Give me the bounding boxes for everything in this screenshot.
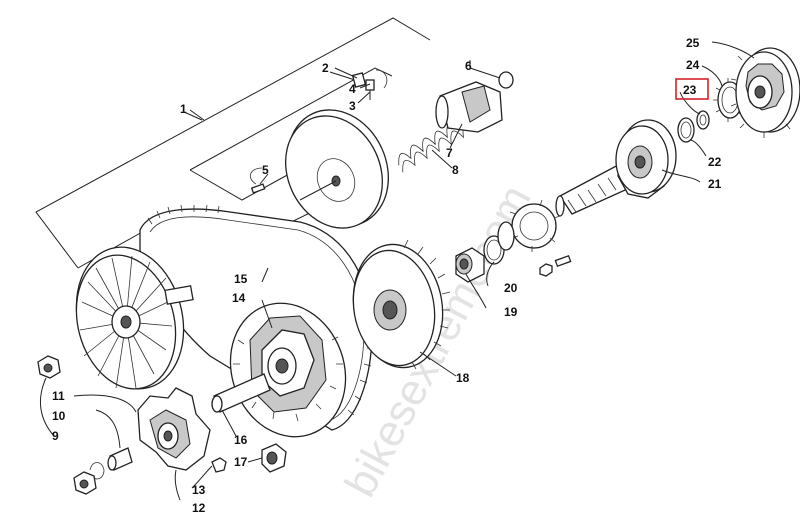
callout-19: 19 — [504, 305, 518, 319]
clutch-housing-part-25 — [730, 47, 800, 138]
callout-4: 4 — [349, 82, 356, 96]
ring-part-22 — [677, 117, 695, 143]
callout-5: 5 — [262, 163, 269, 177]
callout-1: 1 — [180, 102, 187, 116]
callout-20: 20 — [504, 281, 518, 295]
callout-17: 17 — [234, 455, 248, 469]
callout-9: 9 — [52, 429, 59, 443]
callout-6: 6 — [465, 59, 472, 73]
callout-8: 8 — [452, 163, 459, 177]
driven-pulley-rear — [75, 246, 194, 390]
bearing-cage — [497, 199, 561, 252]
cam-part-7 — [435, 81, 503, 133]
clip-small-13 — [211, 457, 227, 473]
output-shaft-part-21 — [555, 119, 677, 217]
roller-part-17 — [261, 443, 287, 473]
callout-3: 3 — [349, 99, 356, 113]
pin-part-5 — [249, 167, 266, 194]
callout-13: 13 — [192, 483, 206, 497]
spring-part-8 — [398, 116, 476, 173]
callout-21: 21 — [708, 177, 722, 191]
highlight-box-23 — [675, 78, 709, 100]
nut-part-13 — [73, 471, 97, 495]
callout-labels: 1 2 3 4 5 6 7 8 9 10 11 12 13 14 15 16 1… — [52, 36, 722, 515]
callout-11: 11 — [52, 389, 65, 403]
callout-24: 24 — [686, 58, 700, 72]
callout-16: 16 — [234, 433, 248, 447]
cam-arm-part-12 — [137, 387, 211, 471]
bushing-part-10 — [107, 447, 133, 471]
callout-15: 15 — [234, 272, 248, 286]
washer-part-23 — [696, 110, 710, 130]
driven-face-part-18 — [352, 239, 451, 370]
callout-10: 10 — [52, 409, 66, 423]
callout-23: 23 — [683, 83, 697, 97]
callout-12: 12 — [192, 501, 206, 515]
clip-parts-3-4 — [351, 69, 388, 100]
callout-25: 25 — [686, 36, 700, 50]
bolt-small — [539, 254, 572, 277]
drive-sheave-disc — [284, 109, 390, 229]
clutch-hub-part-14 — [229, 302, 347, 438]
shaft-part-16 — [211, 373, 271, 413]
bearing-part-19 — [455, 247, 485, 283]
assembly-bracket-2 — [189, 67, 393, 201]
leader-lines — [40, 41, 755, 501]
callout-22: 22 — [708, 155, 722, 169]
callout-2: 2 — [322, 61, 329, 75]
callout-14: 14 — [232, 291, 246, 305]
ring-part-6 — [498, 71, 514, 89]
nut-part-9 — [37, 355, 61, 379]
callout-7: 7 — [446, 146, 453, 160]
callout-18: 18 — [456, 371, 470, 385]
